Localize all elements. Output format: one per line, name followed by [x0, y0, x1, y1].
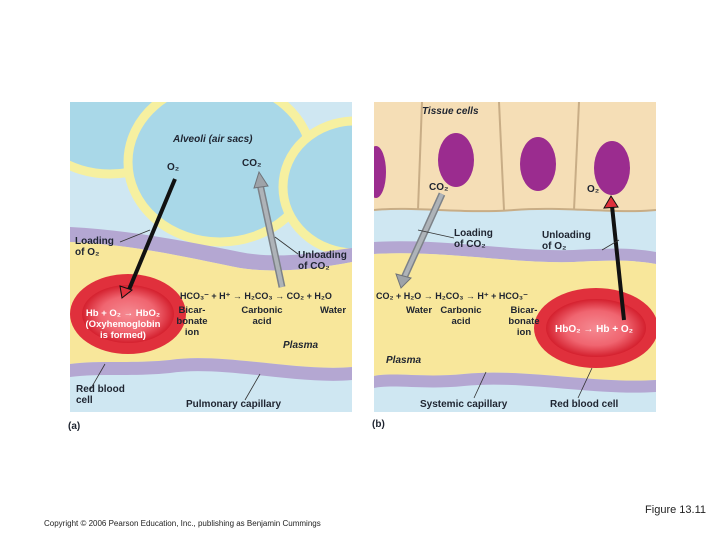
capillary-wall-top-b [374, 241, 656, 264]
loading-o2-label: Loading of O₂ [75, 236, 114, 258]
rbc-label-b: Red blood cell [550, 399, 619, 410]
loading-o2-line1: Loading [75, 236, 114, 247]
rbc-line2: cell [76, 395, 93, 406]
nucleus-1 [438, 133, 474, 187]
plasma-label-a: Plasma [283, 340, 319, 351]
equation-b: CO₂ + H₂O → H₂CO₃ → H⁺ + HCO₃⁻ [376, 291, 528, 301]
equation-a: HCO₃⁻ + H⁺ → H₂CO₃ → CO₂ + H₂O [180, 291, 332, 301]
hb-reaction-b: HbO₂ → Hb + O₂ [555, 324, 634, 335]
o2-label-b: O₂ [587, 184, 600, 195]
capillary-wall-bottom [70, 358, 352, 381]
carbonic-b-line2: acid [451, 316, 471, 327]
capillary-wall-top [70, 227, 352, 271]
loading-co2-line2: of CO₂ [454, 239, 486, 250]
unloading-co2-line2: of CO₂ [298, 261, 330, 272]
panel-a-letter: (a) [68, 421, 81, 432]
water-b-line1: Water [406, 305, 433, 316]
copyright-notice: Copyright © 2006 Pearson Education, Inc.… [44, 519, 321, 528]
co2-label-b: CO₂ [429, 182, 449, 193]
alveoli-label: Alveoli (air sacs) [173, 134, 253, 145]
co2-label-a: CO₂ [242, 158, 262, 169]
nucleus-2 [520, 137, 556, 191]
o2-arrow-b [610, 205, 626, 321]
loading-o2-line2: of O₂ [75, 247, 100, 258]
nucleus-3 [594, 141, 630, 195]
eq-label-carbonic-a: Carbonic acid [238, 305, 286, 327]
carbonic-line2: acid [252, 316, 272, 327]
panel-a: Alveoli (air sacs) O₂ CO₂ Loading of O₂ … [70, 102, 352, 412]
rbc-label-a: Red blood cell [76, 384, 125, 406]
bicarbonate-line3: ion [184, 327, 200, 338]
carbonic-b-line1: Carbonic [440, 305, 482, 316]
o2-label-a: O₂ [167, 162, 180, 173]
panel-b-letter: (b) [372, 419, 385, 430]
rbc-line1: Red blood [76, 384, 125, 395]
bicarbonate-b-line3: ion [516, 327, 532, 338]
systemic-capillary-label: Systemic capillary [420, 399, 508, 410]
nucleus-edge [374, 146, 386, 198]
bicarbonate-line2: bonate [176, 316, 208, 327]
loading-co2-line1: Loading [454, 228, 493, 239]
hb-reaction-line2: (Oxyhemoglobin [85, 319, 161, 330]
unloading-o2-line2: of O₂ [542, 241, 567, 252]
water-line1: Water [320, 305, 347, 316]
carbonic-line1: Carbonic [241, 305, 283, 316]
unloading-co2-line1: Unloading [298, 250, 347, 261]
unloading-co2-label: Unloading of CO₂ [298, 250, 347, 272]
systemic-diagram [374, 102, 656, 412]
eq-label-carbonic-b: Carbonic acid [438, 305, 484, 327]
tissue-cells [374, 102, 656, 212]
unloading-o2-line1: Unloading [542, 230, 591, 241]
hb-reaction-a: Hb + O₂ → HbO₂ (Oxyhemoglobin is formed) [78, 308, 168, 341]
pulmonary-capillary-label: Pulmonary capillary [186, 399, 282, 410]
co2-arrow [258, 183, 284, 288]
eq-label-bicarbonate-a: Bicar- bonate ion [174, 305, 210, 338]
figure-label: Figure 13.11 [645, 504, 706, 516]
co2-arrow-b [402, 193, 444, 279]
pulmonary-diagram [70, 102, 352, 412]
loading-co2-label: Loading of CO₂ [454, 228, 493, 250]
bicarbonate-b-line1: Bicar- [510, 305, 538, 316]
tissue-cells-label: Tissue cells [422, 106, 479, 117]
capillary-wall-bottom-b [374, 372, 656, 393]
eq-label-bicarbonate-b: Bicar- bonate ion [504, 305, 544, 338]
o2-arrow [126, 178, 177, 293]
hb-reaction-equation: Hb + O₂ → HbO₂ [85, 308, 161, 319]
panel-b: Tissue cells CO₂ O₂ Loading of CO₂ Unloa… [374, 102, 656, 412]
bicarbonate-line1: Bicar- [178, 305, 206, 316]
unloading-o2-label: Unloading of O₂ [542, 230, 591, 252]
plasma-label-b: Plasma [386, 355, 422, 366]
hb-reaction-line3: is formed) [100, 330, 146, 341]
bicarbonate-b-line2: bonate [508, 316, 540, 327]
eq-label-water-b: Water [406, 305, 432, 316]
eq-label-water-a: Water [320, 305, 346, 316]
alveolus-right [278, 116, 352, 258]
